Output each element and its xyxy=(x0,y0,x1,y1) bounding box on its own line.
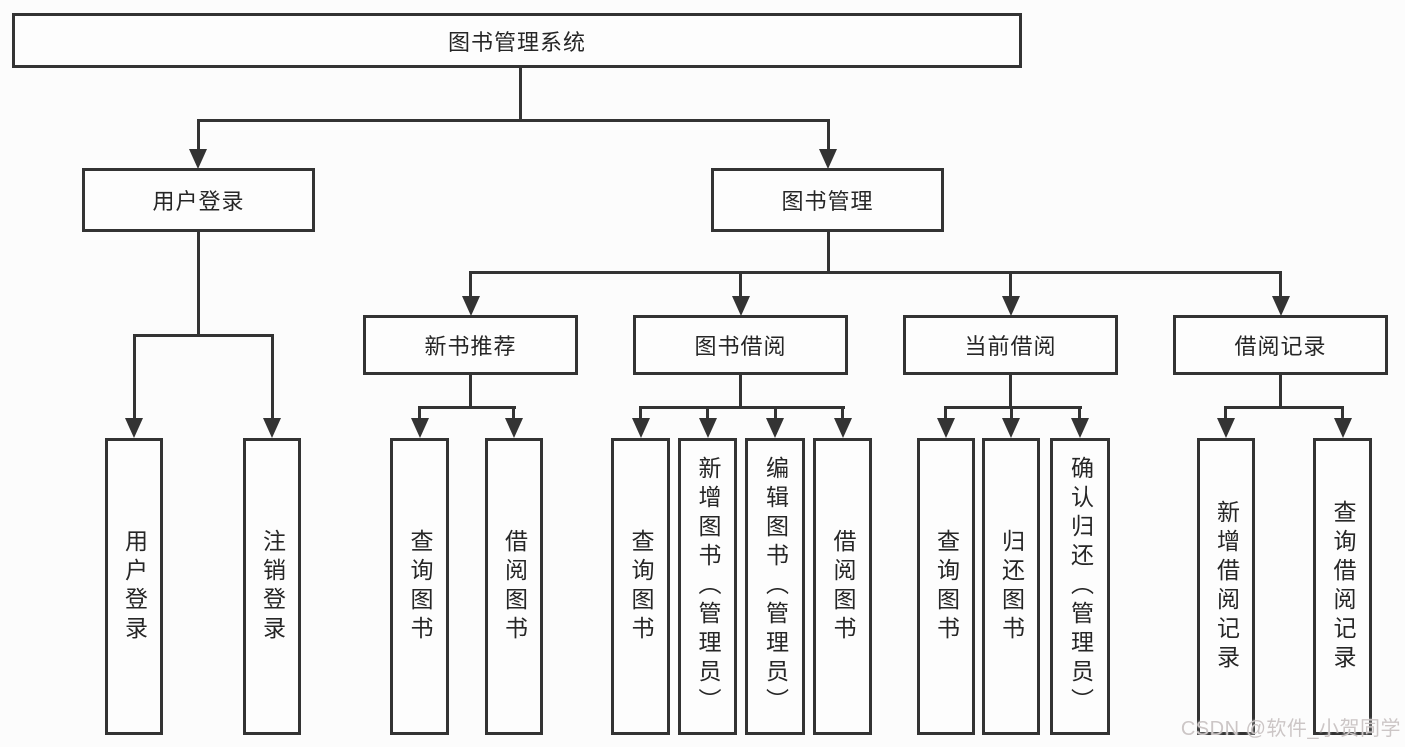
node-book-management: 图书管理 xyxy=(711,168,944,232)
connector-line xyxy=(1010,406,1013,420)
node-label: 图书管理 xyxy=(781,189,874,214)
arrow-down-icon xyxy=(1002,296,1020,316)
connector-line xyxy=(418,406,421,420)
connector-line xyxy=(739,375,742,409)
connector-line xyxy=(1279,271,1282,297)
leaf-query-books-3: 查询图书 xyxy=(917,438,975,735)
arrow-down-icon xyxy=(699,418,717,438)
leaf-query-borrow-record: 查询借阅记录 xyxy=(1313,438,1372,735)
connector-line xyxy=(774,406,777,420)
connector-line xyxy=(639,406,845,409)
node-user-login: 用户登录 xyxy=(82,168,315,232)
node-current-borrow: 当前借阅 xyxy=(903,315,1118,375)
leaf-label: 借阅图书 xyxy=(830,528,856,645)
arrow-down-icon xyxy=(1334,418,1352,438)
connector-line xyxy=(271,334,274,420)
arrow-down-icon xyxy=(505,418,523,438)
connector-line xyxy=(944,406,1082,409)
arrow-down-icon xyxy=(1272,296,1290,316)
arrow-down-icon xyxy=(1071,418,1089,438)
leaf-label: 确认归还（管理员） xyxy=(1067,456,1094,717)
leaf-query-books-2: 查询图书 xyxy=(611,438,670,735)
leaf-confirm-return-admin: 确认归还（管理员） xyxy=(1050,438,1110,735)
connector-line xyxy=(469,271,472,297)
connector-line xyxy=(1341,406,1344,420)
connector-line xyxy=(512,406,515,420)
connector-line xyxy=(827,232,830,274)
node-label: 图书借阅 xyxy=(694,334,787,359)
connector-line xyxy=(841,406,844,420)
arrow-down-icon xyxy=(462,296,480,316)
arrow-down-icon xyxy=(125,418,143,438)
leaf-label: 查询图书 xyxy=(628,528,654,645)
arrow-down-icon xyxy=(263,418,281,438)
node-label: 用户登录 xyxy=(152,189,245,214)
leaf-label: 新增借阅记录 xyxy=(1213,499,1240,674)
connector-line xyxy=(706,406,709,420)
leaf-label: 新增图书（管理员） xyxy=(695,456,721,717)
leaf-label: 注销登录 xyxy=(259,528,286,645)
connector-line xyxy=(1009,271,1012,297)
leaf-return-book: 归还图书 xyxy=(982,438,1040,735)
arrow-down-icon xyxy=(732,296,750,316)
leaf-label: 查询图书 xyxy=(407,528,433,645)
arrow-down-icon xyxy=(834,418,852,438)
node-label: 新书推荐 xyxy=(424,334,517,359)
connector-line xyxy=(1224,406,1227,420)
connector-line xyxy=(1279,375,1282,409)
leaf-label: 借阅图书 xyxy=(501,528,528,645)
connector-line xyxy=(469,271,1282,274)
connector-line xyxy=(133,334,136,420)
node-label: 借阅记录 xyxy=(1234,334,1327,359)
connector-line xyxy=(133,334,274,337)
arrow-down-icon xyxy=(189,149,207,169)
connector-line xyxy=(827,119,830,151)
csdn-watermark: CSDN @软件_小贺同学 xyxy=(1180,718,1401,740)
connector-line xyxy=(519,66,522,122)
arrow-down-icon xyxy=(632,418,650,438)
node-library-management-system: 图书管理系统 xyxy=(12,13,1022,68)
leaf-borrow-books-2: 借阅图书 xyxy=(813,438,872,735)
leaf-label: 用户登录 xyxy=(121,528,148,645)
connector-line xyxy=(639,406,642,420)
arrow-down-icon xyxy=(819,149,837,169)
leaf-label: 归还图书 xyxy=(998,528,1025,645)
arrow-down-icon xyxy=(1217,418,1235,438)
connector-line xyxy=(1078,406,1081,420)
arrow-down-icon xyxy=(766,418,784,438)
connector-line xyxy=(1224,406,1344,409)
leaf-edit-book-admin: 编辑图书（管理员） xyxy=(745,438,805,735)
connector-line xyxy=(944,406,947,420)
leaf-add-borrow-record: 新增借阅记录 xyxy=(1197,438,1255,735)
node-book-borrow: 图书借阅 xyxy=(633,315,848,375)
arrow-down-icon xyxy=(1002,418,1020,438)
leaf-logout-login: 注销登录 xyxy=(243,438,301,735)
connector-line xyxy=(197,119,830,122)
node-borrow-records: 借阅记录 xyxy=(1173,315,1388,375)
leaf-borrow-books-1: 借阅图书 xyxy=(485,438,543,735)
connector-line xyxy=(739,271,742,297)
connector-line xyxy=(197,232,200,337)
leaf-label: 查询图书 xyxy=(933,528,960,645)
leaf-query-books-1: 查询图书 xyxy=(390,438,449,735)
leaf-label: 查询借阅记录 xyxy=(1330,499,1356,674)
connector-line xyxy=(197,119,200,151)
connector-line xyxy=(469,375,472,409)
arrow-down-icon xyxy=(411,418,429,438)
connector-line xyxy=(418,406,516,409)
node-label: 当前借阅 xyxy=(964,334,1057,359)
leaf-label: 编辑图书（管理员） xyxy=(762,456,789,717)
leaf-add-book-admin: 新增图书（管理员） xyxy=(678,438,737,735)
arrow-down-icon xyxy=(937,418,955,438)
node-label: 图书管理系统 xyxy=(447,29,586,55)
connector-line xyxy=(1009,375,1012,409)
node-new-book-recommend: 新书推荐 xyxy=(363,315,578,375)
leaf-user-login: 用户登录 xyxy=(105,438,163,735)
